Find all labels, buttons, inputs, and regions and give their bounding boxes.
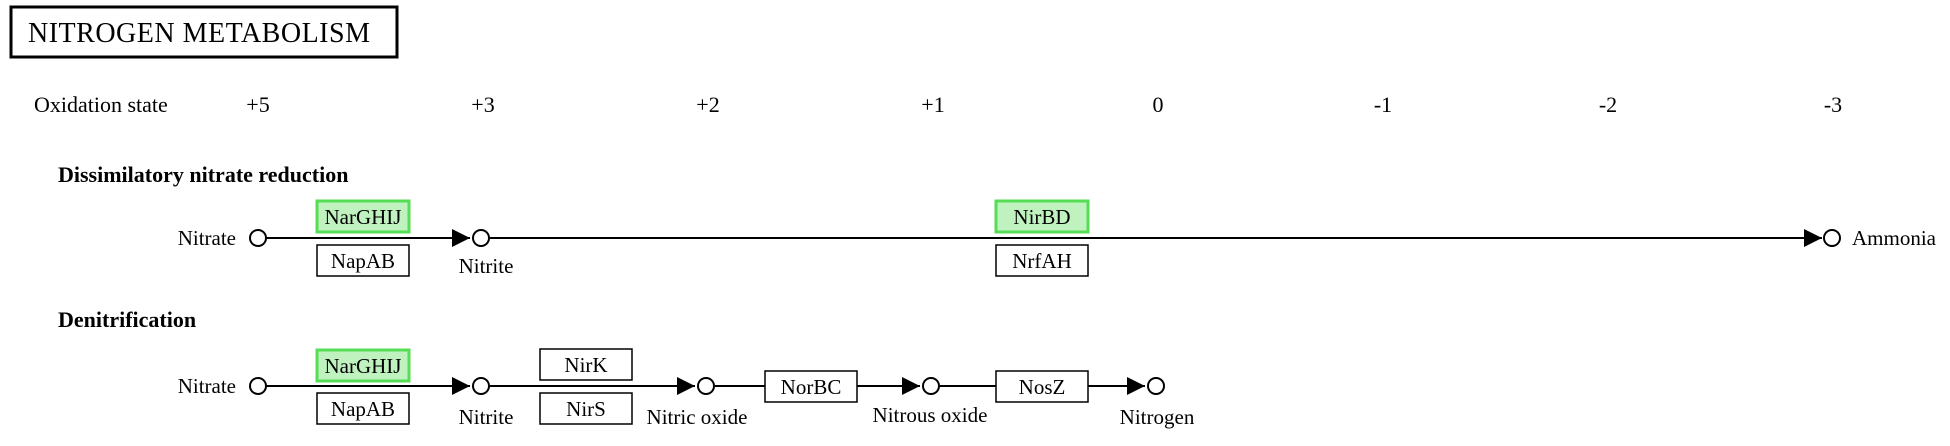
compound-node-nitrogen[interactable]	[1147, 377, 1165, 395]
map-title-text: NITROGEN METABOLISM	[28, 18, 370, 49]
compound-node-nitrite[interactable]	[472, 229, 490, 247]
enzyme-box-norbc[interactable]: NorBC	[764, 370, 858, 403]
compound-node-nitrate[interactable]	[249, 377, 267, 395]
enzyme-box-napab[interactable]: NapAB	[316, 392, 410, 425]
compound-node-nitrate[interactable]	[249, 229, 267, 247]
enzyme-box-nirbd[interactable]: NirBD	[994, 199, 1090, 234]
enzyme-box-nosz[interactable]: NosZ	[995, 370, 1089, 403]
oxidation-state-plus3: +3	[471, 92, 494, 117]
enzyme-label-nirk: NirK	[564, 353, 607, 377]
compound-label-nitrate: Nitrate	[178, 226, 236, 250]
section-title-dissimilatory: Dissimilatory nitrate reduction	[58, 162, 348, 187]
enzyme-label-nirs: NirS	[566, 397, 606, 421]
compound-label-nitrate: Nitrate	[178, 374, 236, 398]
enzyme-box-narghij[interactable]: NarGHIJ	[315, 199, 411, 234]
oxidation-state-minus3: -3	[1824, 92, 1842, 117]
enzyme-box-napab[interactable]: NapAB	[316, 244, 410, 277]
oxidation-state-minus2: -2	[1599, 92, 1617, 117]
compound-label-nitrogen: Nitrogen	[1120, 405, 1195, 429]
compound-label-nitrous-oxide: Nitrous oxide	[873, 403, 988, 427]
enzyme-label-narghij: NarGHIJ	[325, 354, 402, 378]
map-title: NITROGEN METABOLISM	[9, 5, 399, 59]
enzyme-box-nirk[interactable]: NirK	[539, 348, 633, 381]
compound-label-ammonia: Ammonia	[1852, 226, 1937, 250]
arrowhead-to-nitrite	[452, 377, 470, 395]
enzyme-box-nirs[interactable]: NirS	[539, 392, 633, 425]
compound-node-nitrite[interactable]	[472, 377, 490, 395]
arrowhead-to-nitric-oxide	[677, 377, 695, 395]
enzyme-box-nrfah[interactable]: NrfAH	[995, 244, 1089, 277]
enzyme-label-nrfah: NrfAH	[1012, 249, 1071, 273]
oxidation-state-label: Oxidation state	[34, 92, 168, 117]
arrowhead-to-ammonia	[1804, 229, 1822, 247]
section-title-denitrification: Denitrification	[58, 307, 196, 332]
enzyme-label-napab: NapAB	[331, 397, 395, 421]
enzyme-label-napab: NapAB	[331, 249, 395, 273]
compound-label-nitrite: Nitrite	[459, 254, 514, 278]
oxidation-state-row: Oxidation state +5 +3 +2 +1 0 -1 -2 -3	[34, 92, 1842, 117]
compound-node-ammonia[interactable]	[1823, 229, 1841, 247]
arrowhead-to-nitrite	[452, 229, 470, 247]
arrowhead-to-nitrous-oxide	[902, 377, 920, 395]
enzyme-label-nosz: NosZ	[1019, 375, 1066, 399]
oxidation-state-plus5: +5	[246, 92, 269, 117]
compound-node-nitrous-oxide[interactable]	[922, 377, 940, 395]
enzyme-label-norbc: NorBC	[781, 375, 842, 399]
oxidation-state-plus2: +2	[696, 92, 719, 117]
section-dissimilatory-nitrate-reduction: Dissimilatory nitrate reduction Nitrate …	[58, 162, 1937, 278]
enzyme-label-narghij: NarGHIJ	[325, 205, 402, 229]
arrowhead-to-nitrogen	[1127, 377, 1145, 395]
section-denitrification: Denitrification Nitrate Nitrite Nitric o…	[58, 307, 1195, 429]
enzyme-box-narghij[interactable]: NarGHIJ	[315, 348, 411, 383]
enzyme-label-nirbd: NirBD	[1013, 205, 1070, 229]
compound-label-nitric-oxide: Nitric oxide	[647, 405, 748, 429]
oxidation-state-plus1: +1	[921, 92, 944, 117]
compound-node-nitric-oxide[interactable]	[697, 377, 715, 395]
oxidation-state-zero: 0	[1153, 92, 1164, 117]
oxidation-state-minus1: -1	[1374, 92, 1392, 117]
compound-label-nitrite: Nitrite	[459, 405, 514, 429]
